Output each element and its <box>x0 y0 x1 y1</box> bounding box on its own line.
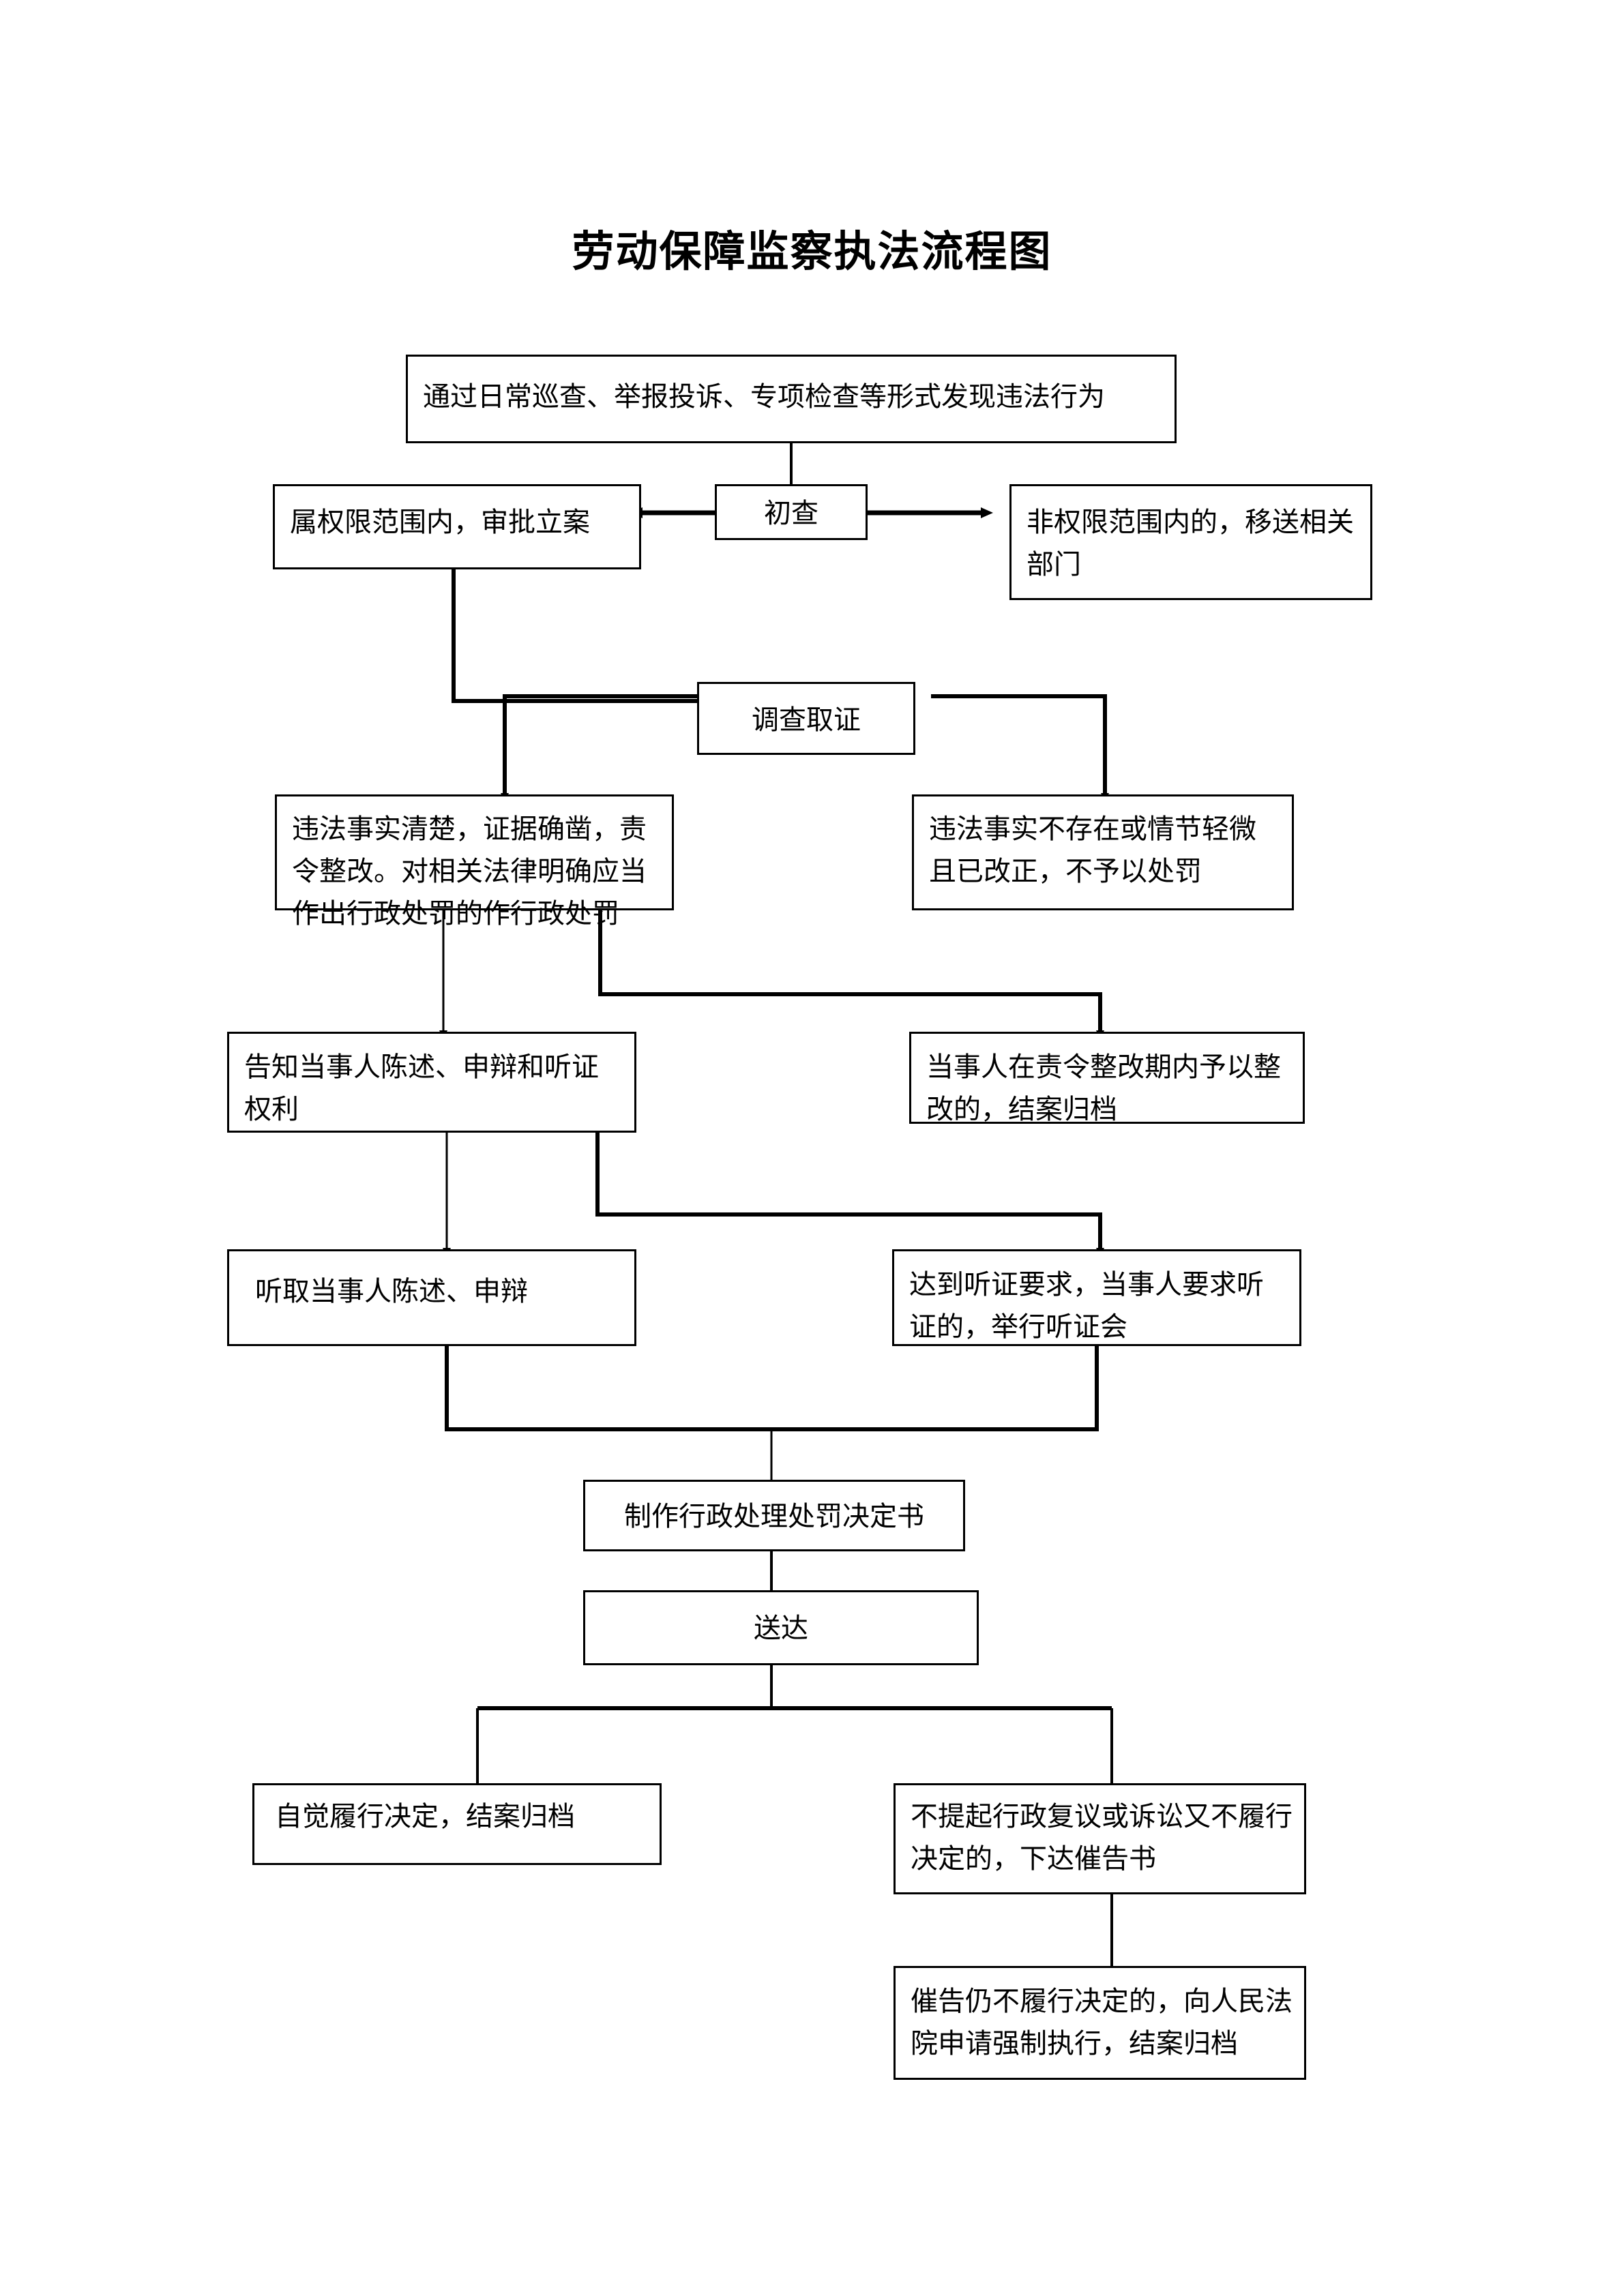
node-prelim[interactable]: 初查 <box>715 484 868 540</box>
node-decision[interactable]: 制作行政处理处罚决定书 <box>583 1480 965 1551</box>
node-investigate[interactable]: 调查取证 <box>697 682 915 755</box>
edge-notify-hearing <box>595 1131 1104 1257</box>
node-serve[interactable]: 送达 <box>583 1590 979 1665</box>
node-filing[interactable]: 属权限范围内，审批立案 <box>273 484 641 569</box>
node-hearing[interactable]: 达到听证要求，当事人要求听证的，举行听证会 <box>892 1249 1301 1346</box>
node-transfer[interactable]: 非权限范围内的，移送相关部门 <box>1009 484 1372 600</box>
node-rectified[interactable]: 当事人在责令整改期内予以整改的，结案归档 <box>909 1032 1305 1124</box>
edge-investigate-noviolation <box>931 694 1109 803</box>
node-discover[interactable]: 通过日常巡查、举报投诉、专项检查等形式发现违法行为 <box>406 355 1177 443</box>
node-hearstate[interactable]: 听取当事人陈述、申辩 <box>227 1249 636 1346</box>
edge-violation-rectified <box>598 910 1104 1040</box>
node-noviolation[interactable]: 违法事实不存在或情节轻微且已改正，不予以处罚 <box>912 794 1294 910</box>
node-voluntary[interactable]: 自觉履行决定，结案归档 <box>252 1783 662 1865</box>
node-urge[interactable]: 不提起行政复议或诉讼又不履行决定的，下达催告书 <box>894 1783 1306 1894</box>
node-notify[interactable]: 告知当事人陈述、申辩和听证权利 <box>227 1032 636 1133</box>
node-enforce[interactable]: 催告仍不履行决定的，向人民法院申请强制执行，结案归档 <box>894 1966 1306 2080</box>
edge-merge-bar <box>445 1345 1099 1431</box>
edge-investigate-violation <box>501 694 706 803</box>
page-title: 劳动保障监察执法流程图 <box>572 229 1052 275</box>
node-violation[interactable]: 违法事实清楚，证据确凿，责令整改。对相关法律明确应当作出行政处罚的作行政处罚 <box>275 794 674 929</box>
